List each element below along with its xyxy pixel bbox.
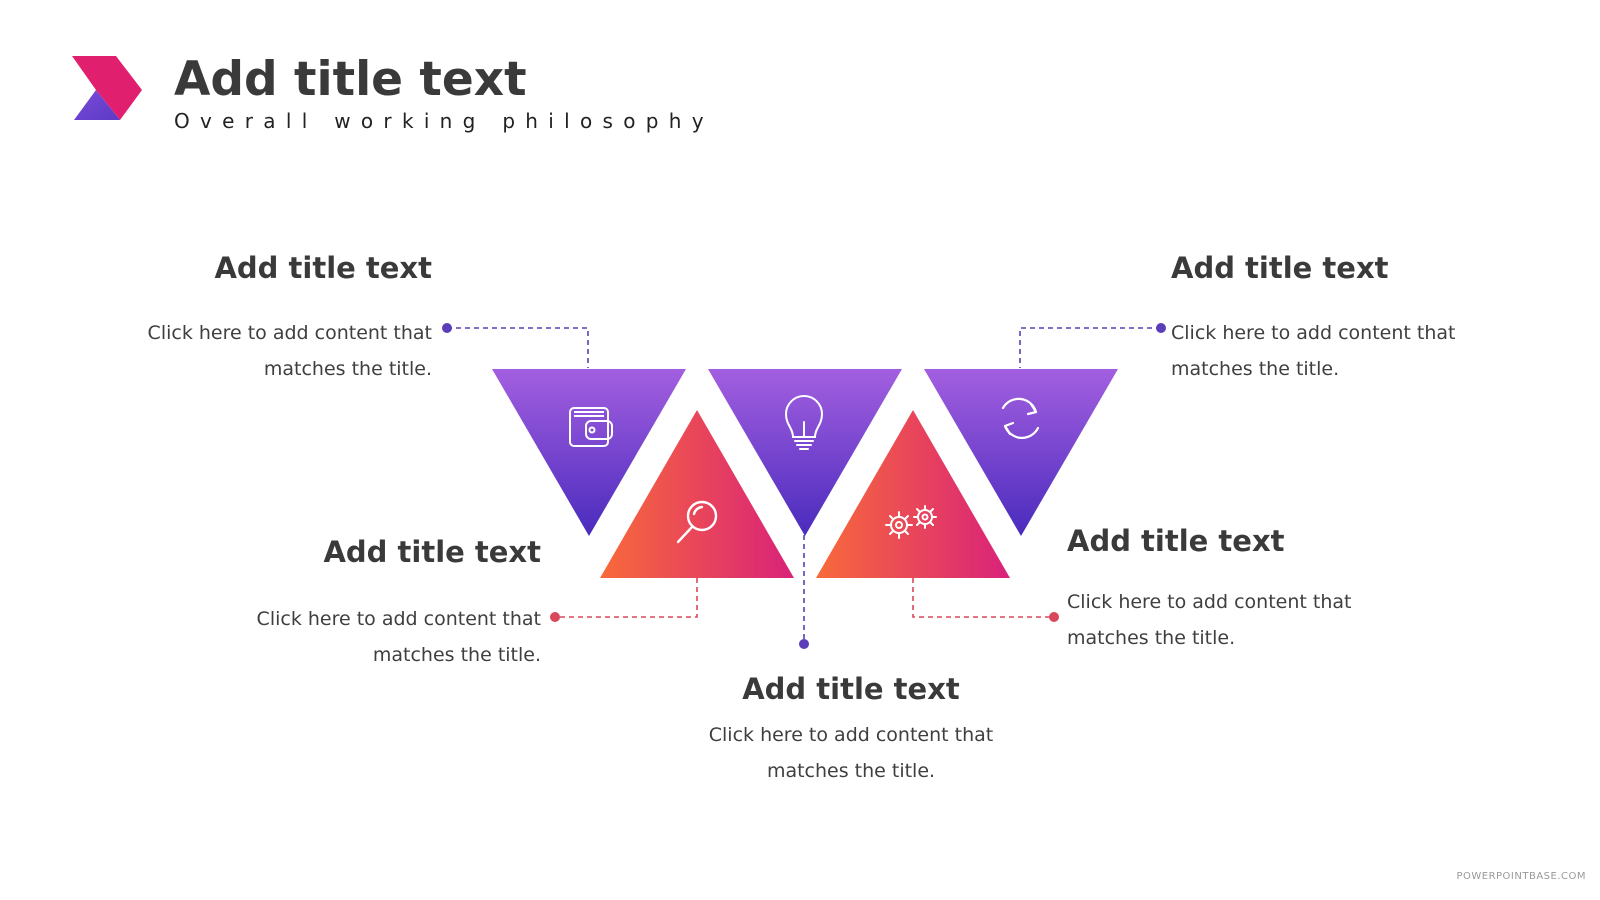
block-5-title: Add title text: [1171, 251, 1389, 285]
connector-4: [912, 578, 1054, 618]
triangle-up-4: [816, 410, 1010, 578]
watermark: POWERPOINTBASE.COM: [1456, 871, 1586, 882]
connector-5: [1019, 327, 1161, 368]
block-1-desc: Click here to add content that matches t…: [147, 322, 432, 380]
lightbulb-icon: [784, 395, 824, 450]
block-2-title: Add title text: [323, 535, 541, 569]
connector-dot-5: [1156, 323, 1166, 333]
wallet-icon: [569, 407, 613, 447]
refresh-icon: [1001, 397, 1040, 439]
triangle-down-1: [492, 369, 686, 536]
page-title: Add title text: [174, 52, 527, 107]
connector-dot-4: [1049, 612, 1059, 622]
connector-dot-3: [799, 639, 809, 649]
block-4-desc: Click here to add content that matches t…: [1067, 591, 1352, 649]
connector-dot-2: [550, 612, 560, 622]
triangle-up-2: [600, 410, 794, 578]
magnifier-icon: [676, 500, 718, 544]
block-4-title: Add title text: [1067, 524, 1285, 558]
connector-dot-1: [442, 323, 452, 333]
triangle-down-3: [708, 369, 902, 536]
block-1-title: Add title text: [214, 251, 432, 285]
page-subtitle: Overall working philosophy: [174, 109, 714, 133]
block-5-desc: Click here to add content that matches t…: [1171, 322, 1456, 380]
logo-chevron-icon: [72, 56, 142, 120]
connector-1: [447, 327, 589, 368]
block-2-desc: Click here to add content that matches t…: [256, 608, 541, 666]
block-3-title: Add title text: [742, 672, 960, 706]
connector-2: [555, 578, 698, 618]
gears-icon: [885, 505, 937, 539]
triangle-down-5: [924, 369, 1118, 536]
block-3-desc: Click here to add content that matches t…: [708, 724, 994, 782]
